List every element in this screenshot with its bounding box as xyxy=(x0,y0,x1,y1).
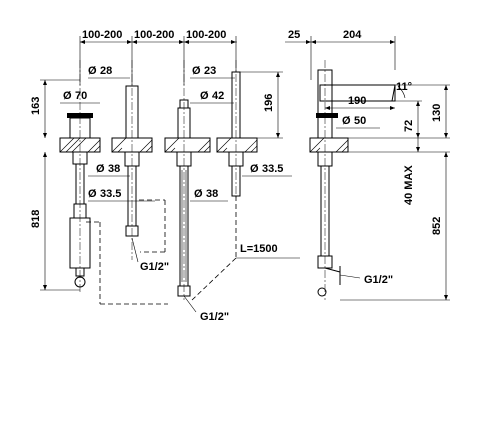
dia-28-value: 28 xyxy=(100,65,112,77)
dia-38b-symbol: Ø xyxy=(194,188,203,200)
dia-70-value: 70 xyxy=(75,90,87,102)
thread-label-1: G1/2" xyxy=(140,261,169,273)
handshower-body xyxy=(191,60,244,301)
connection-labels: L=1500 G1/2" G1/2" G1/2" xyxy=(131,237,393,323)
spacing-label-3: 100-200 xyxy=(186,29,226,41)
valve-body-1 xyxy=(67,60,168,305)
dim-163: 163 xyxy=(30,97,42,115)
side-top-dimensions: 25 204 xyxy=(285,29,396,80)
dia-28-symbol: Ø xyxy=(88,65,97,77)
dim-818: 818 xyxy=(30,210,42,228)
dia-42-value: 42 xyxy=(212,90,224,102)
dia-33-5a-value: 33.5 xyxy=(100,188,121,200)
spacing-label-1: 100-200 xyxy=(82,29,122,41)
dim-190: 190 xyxy=(348,95,366,107)
dia-42-symbol: Ø xyxy=(200,90,209,102)
dia-23-value: 23 xyxy=(204,65,216,77)
side-dim-25: 25 xyxy=(288,29,300,41)
countertop-sections xyxy=(59,137,349,153)
side-dim-204: 204 xyxy=(343,29,362,41)
dim-130: 130 xyxy=(431,104,443,122)
dim-852: 852 xyxy=(431,217,443,235)
spout-body xyxy=(124,60,166,260)
diameter-callouts: Ø 28 Ø 23 Ø 70 Ø 42 190 11° Ø 50 Ø 38 Ø … xyxy=(60,65,412,202)
top-dimension-chain: 100-200 100-200 100-200 xyxy=(79,29,237,85)
thread-label-3: G1/2" xyxy=(364,274,393,286)
thread-label-2: G1/2" xyxy=(200,311,229,323)
vertical-dimensions: 163 818 196 130 72 40 MAX 852 xyxy=(30,71,450,301)
dim-72: 72 xyxy=(403,120,415,132)
dia-38b-value: 38 xyxy=(206,188,218,200)
side-view xyxy=(316,60,396,300)
spacing-label-2: 100-200 xyxy=(134,29,174,41)
dim-40-max: 40 MAX xyxy=(403,165,415,205)
dia-70-symbol: Ø xyxy=(63,90,72,102)
diverter-body xyxy=(176,60,192,300)
dia-33-5b-symbol: Ø xyxy=(250,163,259,175)
dia-38a-value: 38 xyxy=(108,163,120,175)
dia-38a-symbol: Ø xyxy=(96,163,105,175)
hose-length-label: L=1500 xyxy=(240,243,278,255)
angle-11: 11° xyxy=(396,81,412,93)
dia-50-symbol: Ø xyxy=(342,115,351,127)
dia-23-symbol: Ø xyxy=(192,65,201,77)
dia-33-5a-symbol: Ø xyxy=(88,188,97,200)
dim-196: 196 xyxy=(263,94,275,112)
dia-50-value: 50 xyxy=(354,115,366,127)
dia-33-5b-value: 33.5 xyxy=(262,163,283,175)
